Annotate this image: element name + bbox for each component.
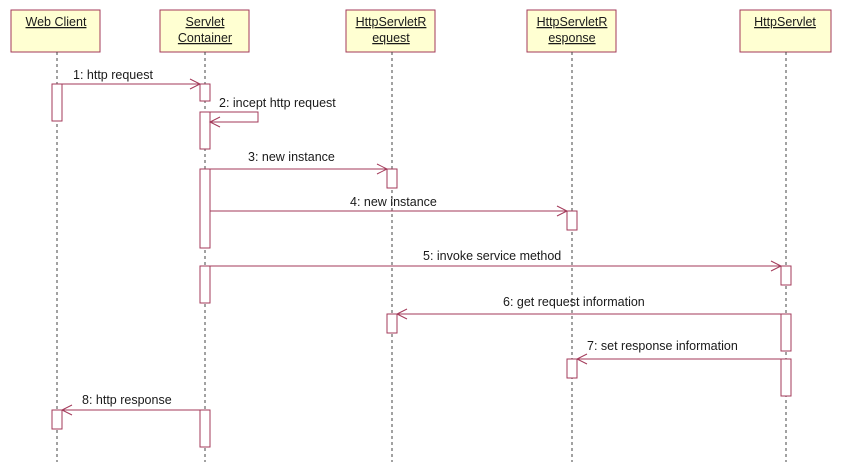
message-2: 2: incept http request	[208, 96, 336, 128]
message-arrow-line	[210, 111, 259, 123]
message-arrowhead	[376, 163, 389, 175]
lifeline-http-servlet: HttpServlet	[739, 9, 832, 462]
activation-bar	[780, 265, 792, 286]
message-arrowhead	[556, 205, 569, 217]
lifeline-header-label: HttpServletR	[537, 15, 608, 29]
lifeline-header-label: Container	[178, 31, 232, 45]
message-4: 4: new instance	[210, 195, 569, 217]
activation-bar	[386, 313, 398, 334]
lifeline-http-servlet-request: HttpServletR equest	[345, 9, 436, 462]
message-label: 8: http response	[82, 393, 172, 407]
activation-bar	[780, 358, 792, 397]
activation-bar	[199, 111, 211, 150]
lifeline-http-servlet-response: HttpServletR esponse	[526, 9, 617, 462]
lifeline-header-label: Web Client	[26, 15, 87, 29]
message-label: 6: get request information	[503, 295, 645, 309]
message-label: 7: set response information	[587, 339, 738, 353]
message-3: 3: new instance	[210, 150, 389, 175]
message-8: 8: http response	[60, 393, 200, 416]
message-arrowhead	[189, 78, 202, 90]
message-arrowhead	[395, 308, 408, 320]
activation-bar	[566, 358, 578, 379]
activation-bar	[199, 265, 211, 304]
message-label: 4: new instance	[350, 195, 437, 209]
message-arrowhead	[770, 260, 783, 272]
activation-bar	[199, 168, 211, 249]
message-label: 2: incept http request	[219, 96, 336, 110]
lifeline-header-box	[739, 9, 832, 53]
activation-bar	[566, 210, 578, 231]
message-arrowhead	[60, 404, 73, 416]
message-label: 1: http request	[73, 68, 153, 82]
message-arrowhead	[208, 116, 221, 128]
activation-bar	[199, 409, 211, 448]
message-label: 3: new instance	[248, 150, 335, 164]
lifeline-header-box	[159, 9, 250, 53]
lifeline-header-label: Servlet	[186, 15, 225, 29]
activation-bar	[51, 409, 63, 430]
lifeline-header-label: esponse	[548, 31, 595, 45]
lifeline-header-box	[526, 9, 617, 53]
lifeline-header-label: HttpServlet	[754, 15, 816, 29]
message-7: 7: set response information	[575, 339, 781, 365]
lifeline-header-box	[10, 9, 101, 53]
activation-bar	[386, 168, 398, 189]
message-6: 6: get request information	[395, 295, 781, 320]
activation-bar	[199, 83, 211, 102]
message-1: 1: http request	[62, 68, 202, 90]
lifeline-header-box	[345, 9, 436, 53]
message-5: 5: invoke service method	[210, 249, 783, 272]
activation-bar	[51, 83, 63, 122]
message-arrowhead	[575, 353, 588, 365]
activation-bar	[780, 313, 792, 352]
lifeline-header-label: HttpServletR	[356, 15, 427, 29]
lifeline-header-label: equest	[372, 31, 410, 45]
message-label: 5: invoke service method	[423, 249, 561, 263]
